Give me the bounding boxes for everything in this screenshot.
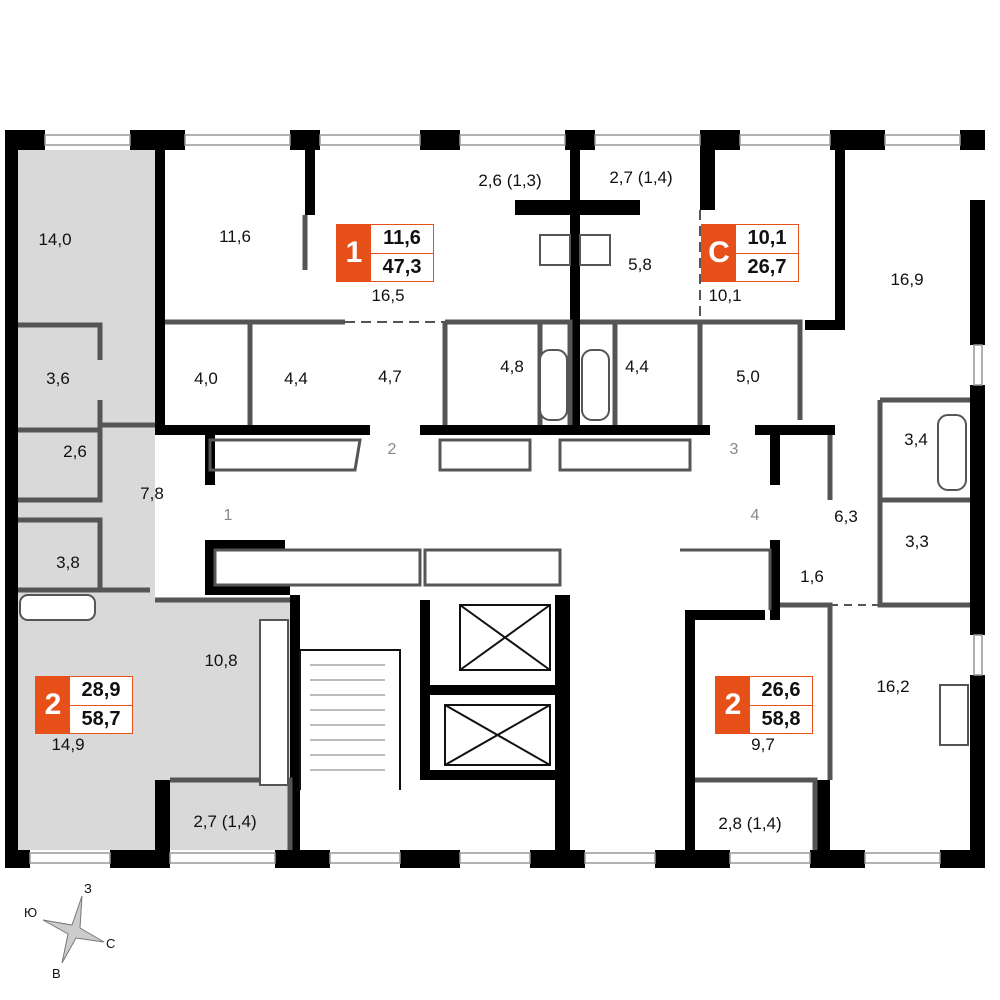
living-area: 26,6: [750, 677, 812, 706]
compass-west: З: [84, 881, 92, 896]
entrance-number: 1: [223, 507, 233, 524]
room-area: 10,1: [708, 286, 742, 305]
room-area: 16,9: [890, 270, 924, 289]
room-area: 4,7: [378, 367, 402, 386]
compass-east: В: [52, 966, 61, 981]
total-area: 58,8: [761, 707, 801, 730]
room-area: 3,3: [905, 532, 929, 551]
room-area: 4,0: [194, 369, 218, 388]
total-area: 26,7: [747, 255, 787, 278]
room-area: 5,8: [628, 255, 652, 274]
room-count: 1: [337, 225, 371, 281]
room-area: 14,9: [51, 735, 85, 754]
compass-icon: [42, 895, 105, 964]
room-area: 16,2: [876, 677, 910, 696]
room-area: 6,3: [834, 507, 858, 526]
room-area: 4,4: [625, 357, 649, 376]
room-area: 2,7 (1,4): [609, 168, 673, 187]
room-area: 9,7: [751, 735, 775, 754]
room-area: 10,8: [204, 651, 238, 670]
room-area: 4,4: [284, 369, 308, 388]
room-area: 14,0: [38, 230, 72, 249]
entrance-number: 2: [387, 441, 397, 458]
entrance-number: 4: [750, 507, 760, 524]
compass-north: С: [106, 936, 116, 951]
room-area: 2,6: [63, 442, 87, 461]
total-area: 58,7: [81, 707, 121, 730]
room-area: 3,4: [904, 430, 928, 449]
compass-south: Ю: [24, 905, 38, 920]
room-area: 3,8: [56, 553, 80, 572]
entrance-number: 3: [729, 441, 739, 458]
room-count: С: [702, 225, 736, 281]
room-area: 2,7 (1,4): [193, 812, 257, 831]
room-area: 5,0: [736, 367, 760, 386]
room-area: 7,8: [140, 484, 164, 503]
room-count: 2: [716, 677, 750, 733]
living-area: 10,1: [736, 225, 798, 254]
living-area: 28,9: [70, 677, 132, 706]
room-area: 2,8 (1,4): [718, 814, 782, 833]
room-area: 4,8: [500, 357, 524, 376]
room-area: 16,5: [371, 286, 405, 305]
room-area: 11,6: [219, 227, 251, 246]
room-area: 1,6: [800, 567, 824, 586]
total-area: 47,3: [382, 255, 422, 278]
room-area: 2,6 (1,3): [478, 171, 542, 190]
room-area: 3,6: [46, 369, 70, 388]
room-count: 2: [36, 677, 70, 733]
living-area: 11,6: [371, 225, 433, 254]
